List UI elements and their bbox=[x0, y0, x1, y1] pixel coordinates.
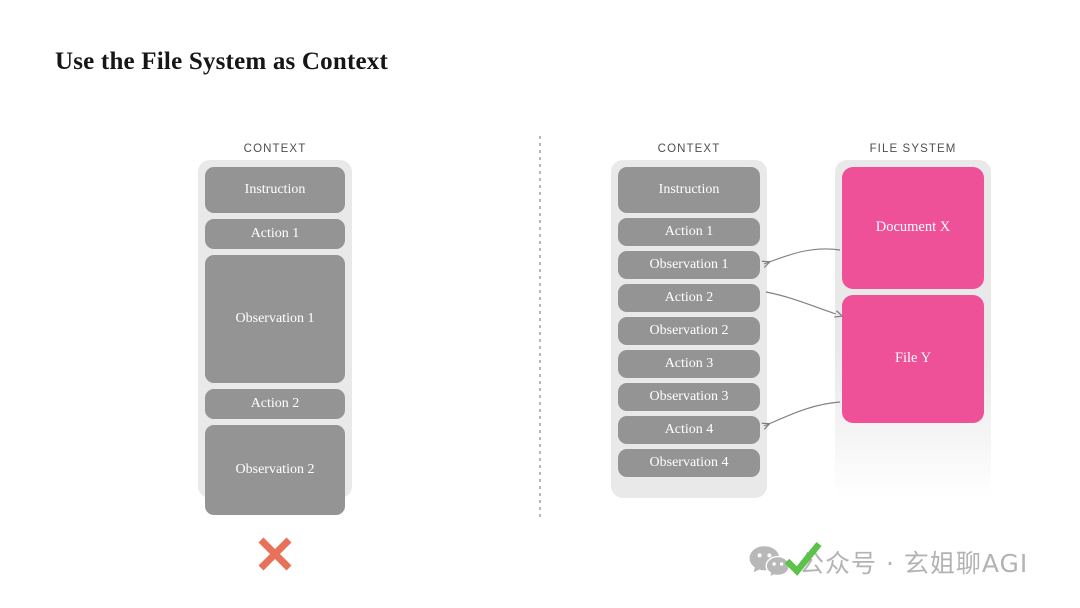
right-context-block-5: Observation 2 bbox=[618, 317, 760, 345]
right-context-block-3: Observation 1 bbox=[618, 251, 760, 279]
file-system-block-1: Document X bbox=[842, 167, 984, 289]
watermark-text: 公众号 · 玄姐聊AGI bbox=[799, 548, 1029, 578]
left-context-block-3: Observation 1 bbox=[205, 255, 345, 383]
left-context-label: CONTEXT bbox=[243, 143, 307, 155]
left-context-block-1: Instruction bbox=[205, 167, 345, 213]
left-context-block-2: Action 1 bbox=[205, 219, 345, 249]
wechat-icon bbox=[748, 544, 792, 582]
file-system-block-2: File Y bbox=[842, 295, 984, 423]
page-title: Use the File System as Context bbox=[55, 48, 389, 75]
right-context-block-7: Observation 3 bbox=[618, 383, 760, 411]
file-system-label: FILE SYSTEM bbox=[869, 143, 957, 155]
right-context-label: CONTEXT bbox=[657, 143, 721, 155]
right-context-block-8: Action 4 bbox=[618, 416, 760, 444]
right-context-block-6: Action 3 bbox=[618, 350, 760, 378]
vertical-divider bbox=[539, 136, 541, 520]
left-context-block-5: Observation 2 bbox=[205, 425, 345, 515]
arrow-action-2-to-file-y bbox=[765, 291, 836, 314]
right-context-block-4: Action 2 bbox=[618, 284, 760, 312]
left-context-block-4: Action 2 bbox=[205, 389, 345, 419]
right-context-block-2: Action 1 bbox=[618, 218, 760, 246]
watermark: 公众号 · 玄姐聊AGI bbox=[748, 540, 1028, 586]
arrow-document-x-to-observation-1 bbox=[764, 248, 841, 264]
right-context-block-1: Instruction bbox=[618, 167, 760, 213]
x-mark-icon bbox=[258, 537, 292, 571]
right-context-block-9: Observation 4 bbox=[618, 449, 760, 477]
arrow-file-y-to-action-4 bbox=[764, 401, 841, 426]
